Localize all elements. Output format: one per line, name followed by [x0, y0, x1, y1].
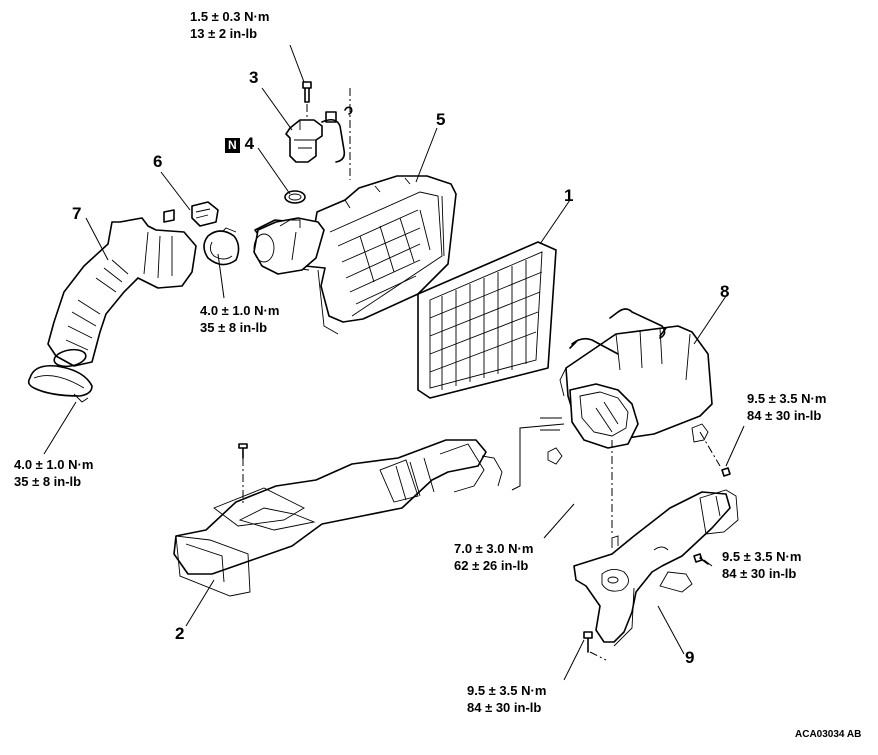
- figure-reference-code: ACA03034 AB: [795, 729, 862, 740]
- callout-4-number: 4: [244, 134, 255, 153]
- part-4-o-ring: [284, 190, 306, 204]
- part-8-air-cleaner-body: [540, 308, 721, 536]
- torque-inlb: 84 ± 30 in-lb: [722, 566, 797, 581]
- part-3-sensor: [285, 81, 353, 180]
- part-5-air-cleaner-cover: [254, 175, 457, 335]
- torque-inlb: 35 ± 8 in-lb: [200, 320, 268, 335]
- part-2-air-duct: [173, 439, 503, 597]
- n-marker: N: [225, 138, 240, 153]
- callout-7: 7: [72, 204, 82, 223]
- torque-nm: 4.0 ± 1.0 N·m: [14, 457, 94, 472]
- torque-spec-mount-bolt: 7.0 ± 3.0 N·m 62 ± 26 in-lb: [454, 540, 533, 574]
- callout-3: 3: [249, 68, 259, 87]
- torque-nm: 9.5 ± 3.5 N·m: [747, 391, 827, 406]
- part-9-bracket: [573, 467, 739, 661]
- torque-inlb: 84 ± 30 in-lb: [747, 408, 822, 423]
- torque-spec-bracket-bolt-lower: 9.5 ± 3.5 N·m 84 ± 30 in-lb: [467, 682, 546, 716]
- callout-5: 5: [436, 110, 446, 129]
- torque-spec-hose-clamp-upper: 4.0 ± 1.0 N·m 35 ± 8 in-lb: [200, 302, 279, 336]
- part-7-intake-hose: [27, 217, 240, 403]
- callout-8: 8: [720, 282, 730, 301]
- part-1-air-filter: [417, 241, 557, 399]
- part-6-connector: [163, 201, 219, 227]
- torque-nm: 7.0 ± 3.0 N·m: [454, 541, 534, 556]
- torque-inlb: 13 ± 2 in-lb: [190, 26, 258, 41]
- callout-9: 9: [685, 648, 695, 667]
- callout-6: 6: [153, 152, 163, 171]
- torque-spec-sensor-bolt: 1.5 ± 0.3 N·m 13 ± 2 in-lb: [190, 8, 269, 42]
- callout-2: 2: [175, 624, 185, 643]
- torque-spec-body-bolt: 9.5 ± 3.5 N·m 84 ± 30 in-lb: [747, 390, 826, 424]
- torque-nm: 4.0 ± 1.0 N·m: [200, 303, 280, 318]
- torque-nm: 1.5 ± 0.3 N·m: [190, 9, 270, 24]
- leader-lines: [43, 44, 745, 681]
- callout-1: 1: [564, 186, 574, 205]
- torque-nm: 9.5 ± 3.5 N·m: [722, 549, 802, 564]
- air-flow-sensor-housing: [253, 217, 325, 275]
- torque-inlb: 84 ± 30 in-lb: [467, 700, 542, 715]
- torque-inlb: 35 ± 8 in-lb: [14, 474, 82, 489]
- torque-inlb: 62 ± 26 in-lb: [454, 558, 529, 573]
- torque-spec-bracket-bolt-right: 9.5 ± 3.5 N·m 84 ± 30 in-lb: [722, 548, 801, 582]
- torque-nm: 9.5 ± 3.5 N·m: [467, 683, 547, 698]
- torque-spec-hose-clamp-lower: 4.0 ± 1.0 N·m 35 ± 8 in-lb: [14, 456, 93, 490]
